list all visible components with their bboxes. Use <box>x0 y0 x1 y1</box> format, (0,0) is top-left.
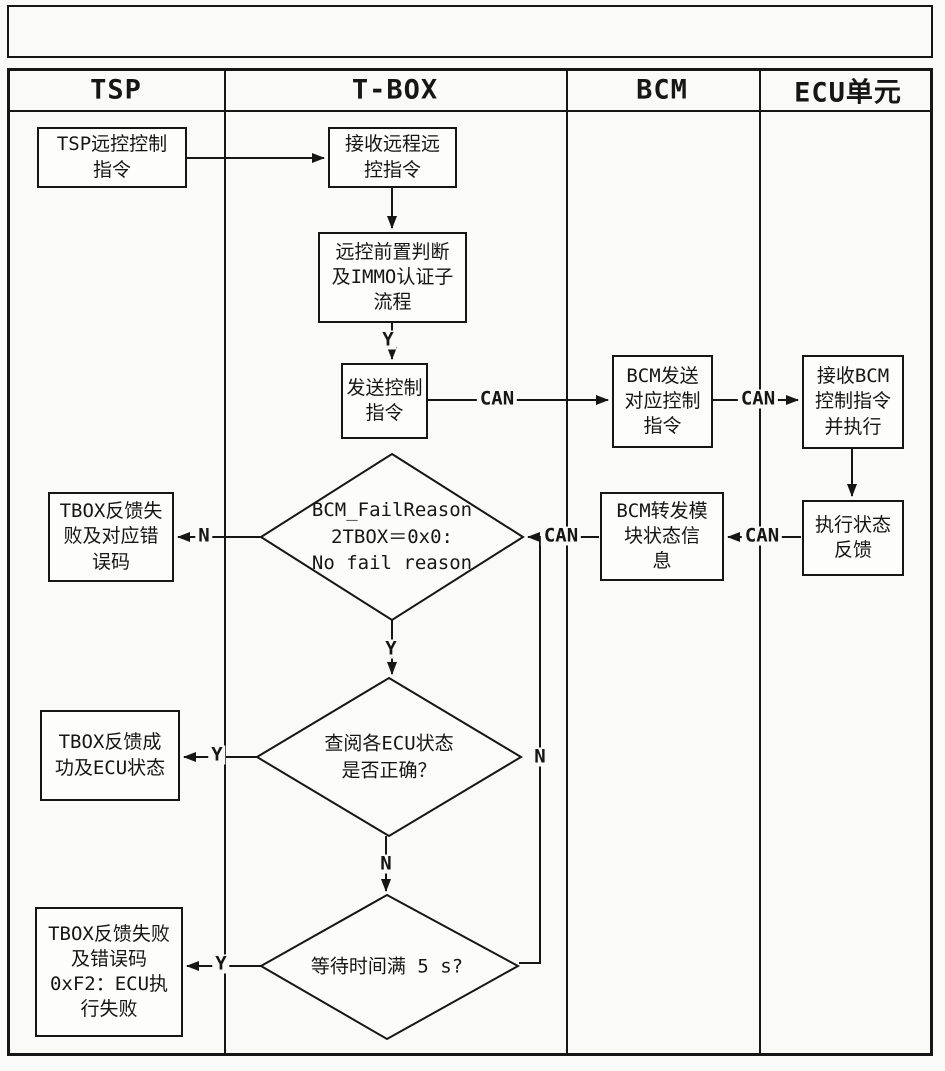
node-receive-remote-command: 接收远程远 控指令 <box>328 127 457 188</box>
swimlane-table <box>7 68 933 1056</box>
edge-label-n-ecu-ok: N <box>377 854 395 874</box>
decision-bcm-failreason-shape <box>259 452 525 622</box>
edge-label-n-wait-loop: N <box>531 747 549 767</box>
node-bcm-send-command: BCM发送 对应控制 指令 <box>612 355 713 448</box>
edge-label-n-failreason: N <box>195 526 213 546</box>
figure-title-box <box>7 5 933 58</box>
decision-wait-5s-shape <box>258 893 521 1041</box>
edge-wait5s-loopback <box>519 538 541 964</box>
lane-header-bcm: BCM <box>636 74 688 106</box>
node-ecu-receive-execute: 接收BCM 控制指令 并执行 <box>802 355 904 449</box>
node-bcm-forward-status: BCM转发模 块状态信 息 <box>600 492 724 581</box>
decision-ecu-status-shape <box>255 676 523 838</box>
header-separator <box>10 110 932 112</box>
decision-bcm-failreason-text: BCM_FailReason 2TBOX＝0x0: No fail reason <box>311 499 473 575</box>
lane-header-tbox: T-BOX <box>351 74 439 106</box>
node-tbox-feedback-success: TBOX反馈成 功及ECU状态 <box>40 710 180 801</box>
lane-divider-bcm-ecu <box>759 71 761 1056</box>
lane-header-tsp: TSP <box>90 74 142 106</box>
lane-header-ecu: ECU单元 <box>794 77 902 109</box>
edge-label-y-precheck: Y <box>379 330 397 350</box>
edge-label-y-wait: Y <box>212 954 230 974</box>
node-tsp-remote-command: TSP远控控制 指令 <box>37 127 187 188</box>
node-precheck-immo: 远控前置判断 及IMMO认证子 流程 <box>318 232 467 323</box>
edge-label-can-bcm-ecu: CAN <box>737 389 779 409</box>
edge-label-can-bcm-tbox: CAN <box>540 526 582 546</box>
node-tbox-feedback-fail-error: TBOX反馈失 败及对应错 误码 <box>48 492 174 582</box>
lane-divider-tbox-bcm <box>566 71 568 1056</box>
edge-label-y-failreason: Y <box>382 639 400 659</box>
node-tbox-feedback-fail-0xf2: TBOX反馈失败 及错误码 0xF2：ECU执 行失败 <box>35 907 183 1037</box>
edge-label-can-ecu-bcm: CAN <box>741 526 783 546</box>
edge-label-can-tbox-bcm: CAN <box>476 389 518 409</box>
node-send-control-command: 发送控制 指令 <box>341 363 428 439</box>
decision-wait-5s-text: 等待时间满 5 s? <box>310 955 464 978</box>
edge-label-y-ecu-ok: Y <box>208 745 226 765</box>
lane-divider-tsp-tbox <box>224 71 226 1056</box>
decision-ecu-status-text: 查阅各ECU状态 是否正确？ <box>324 732 454 781</box>
node-exec-status-feedback: 执行状态 反馈 <box>802 500 904 576</box>
